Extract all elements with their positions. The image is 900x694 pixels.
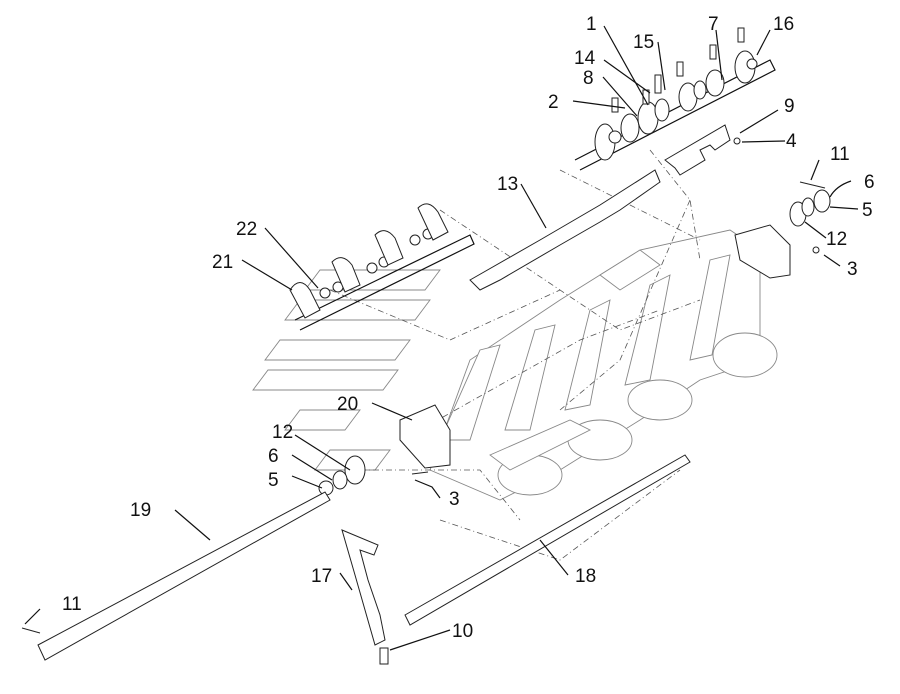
bearing-left-assembly bbox=[318, 404, 451, 496]
callout-5-left: 5 bbox=[268, 470, 279, 491]
callout-16: 16 bbox=[773, 14, 794, 35]
callout-6-left: 6 bbox=[268, 446, 279, 467]
callout-11-right: 11 bbox=[830, 144, 850, 165]
callout-22: 22 bbox=[236, 219, 257, 240]
callout-14: 14 bbox=[574, 48, 596, 69]
callout-2: 2 bbox=[548, 92, 559, 113]
callout-4: 4 bbox=[786, 131, 797, 152]
callout-20: 20 bbox=[337, 394, 358, 415]
callout-3-right: 3 bbox=[847, 259, 858, 280]
shaft-19 bbox=[21, 491, 331, 661]
callout-18: 18 bbox=[575, 566, 596, 587]
bearing-right-assembly bbox=[734, 181, 831, 279]
callout-15: 15 bbox=[633, 32, 654, 53]
callout-5-right: 5 bbox=[862, 200, 873, 221]
callout-7: 7 bbox=[708, 14, 719, 35]
callout-1: 1 bbox=[586, 14, 597, 35]
callout-17: 17 bbox=[311, 566, 332, 587]
callout-12-right: 12 bbox=[826, 229, 847, 250]
assembly-lines bbox=[329, 149, 701, 561]
lever-17 bbox=[341, 529, 386, 646]
knife-strip bbox=[469, 124, 741, 291]
callout-21: 21 bbox=[212, 252, 233, 273]
callout-9: 9 bbox=[784, 96, 795, 117]
callout-labels: 1 2 3 3 4 5 5 6 6 7 8 9 10 11 11 12 12 1… bbox=[62, 14, 875, 642]
callout-12-left: 12 bbox=[272, 422, 293, 443]
leader-lines bbox=[24, 25, 859, 651]
callout-11-left: 11 bbox=[62, 594, 82, 615]
callout-6-right: 6 bbox=[864, 172, 875, 193]
callout-3-left: 3 bbox=[449, 489, 460, 510]
gear-cluster bbox=[574, 27, 776, 171]
callout-13: 13 bbox=[497, 174, 518, 195]
clip-row bbox=[289, 203, 475, 331]
rod-18 bbox=[379, 454, 691, 665]
guide-stripes bbox=[252, 269, 441, 471]
callout-10: 10 bbox=[452, 621, 473, 642]
frame-assembly bbox=[429, 229, 778, 501]
callout-19: 19 bbox=[130, 500, 151, 521]
callout-8: 8 bbox=[583, 68, 594, 89]
